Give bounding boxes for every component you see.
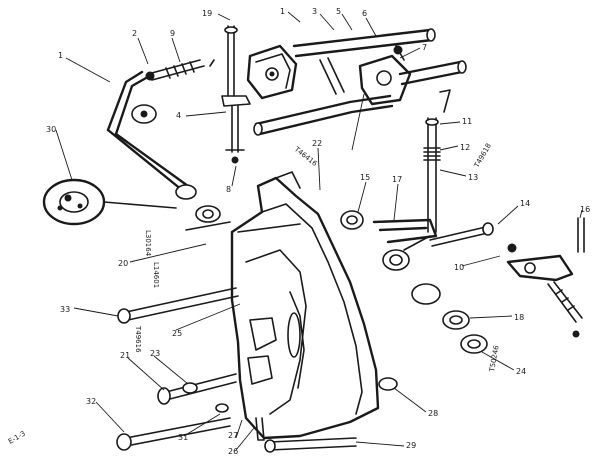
right-lever xyxy=(358,45,467,106)
part-label-2: L30164 xyxy=(144,230,152,257)
callout-25: 25 xyxy=(172,329,182,338)
right-bolt xyxy=(429,222,494,247)
left-bolts xyxy=(116,205,398,453)
callout-9: 9 xyxy=(170,29,175,38)
part-label-4: T49616 xyxy=(134,325,142,353)
callout-6: 6 xyxy=(362,9,367,18)
part-label-3: L14601 xyxy=(152,262,160,288)
callout-17: 17 xyxy=(392,175,402,184)
callout-30: 30 xyxy=(46,125,56,134)
callout-27: 27 xyxy=(228,431,238,440)
callout-labels: 19 1 3 5 6 7 1 2 9 4 30 8 11 12 13 17 15… xyxy=(46,7,590,456)
callout-28: 28 xyxy=(428,409,438,418)
part-label-6: T50246 xyxy=(488,344,501,373)
callout-26: 26 xyxy=(228,447,238,456)
left-disc xyxy=(42,178,177,226)
right-bent-lever xyxy=(372,218,438,251)
callout-1a: 1 xyxy=(280,7,285,16)
callout-21: 21 xyxy=(120,351,130,360)
linkage-arm xyxy=(106,70,197,200)
callout-12: 12 xyxy=(460,143,470,152)
callout-1b: 1 xyxy=(58,51,63,60)
callout-3: 3 xyxy=(312,7,317,16)
rings-center xyxy=(340,210,488,354)
callout-8: 8 xyxy=(226,185,231,194)
callout-32: 32 xyxy=(86,397,96,406)
upper-left-spring xyxy=(145,59,215,81)
callout-7: 7 xyxy=(422,43,427,52)
main-housing xyxy=(230,171,380,440)
callout-13: 13 xyxy=(468,173,478,182)
callout-10: 10 xyxy=(454,263,464,272)
callout-22: 22 xyxy=(312,139,322,148)
callout-16: 16 xyxy=(580,205,590,214)
callout-29: 29 xyxy=(406,441,416,450)
callout-18: 18 xyxy=(514,313,524,322)
callout-31: 31 xyxy=(178,433,188,442)
figure-id: E-1-3 xyxy=(7,430,27,446)
callout-11: 11 xyxy=(462,117,472,126)
callout-33: 33 xyxy=(60,305,70,314)
callout-24: 24 xyxy=(516,367,526,376)
top-bracket xyxy=(246,44,298,100)
callout-15: 15 xyxy=(360,173,370,182)
callout-20: 20 xyxy=(118,259,128,268)
right-vertical-rod xyxy=(423,89,451,233)
part-label-1: T46416 xyxy=(292,145,319,169)
far-right-linkage xyxy=(506,217,585,338)
leader-lines xyxy=(55,11,583,451)
callout-4: 4 xyxy=(176,111,181,120)
callout-23: 23 xyxy=(150,349,160,358)
top-right-shaft xyxy=(292,28,436,95)
vertical-rod-assembly xyxy=(221,25,251,164)
callout-19: 19 xyxy=(202,9,212,18)
part-number-labels: T46416 L30164 L14601 T49616 T49618 T5024… xyxy=(134,142,501,373)
callout-14: 14 xyxy=(520,199,530,208)
part-label-5: T49618 xyxy=(472,142,493,170)
center-shaft xyxy=(253,94,394,136)
callout-2: 2 xyxy=(132,29,137,38)
callout-5: 5 xyxy=(336,7,341,16)
